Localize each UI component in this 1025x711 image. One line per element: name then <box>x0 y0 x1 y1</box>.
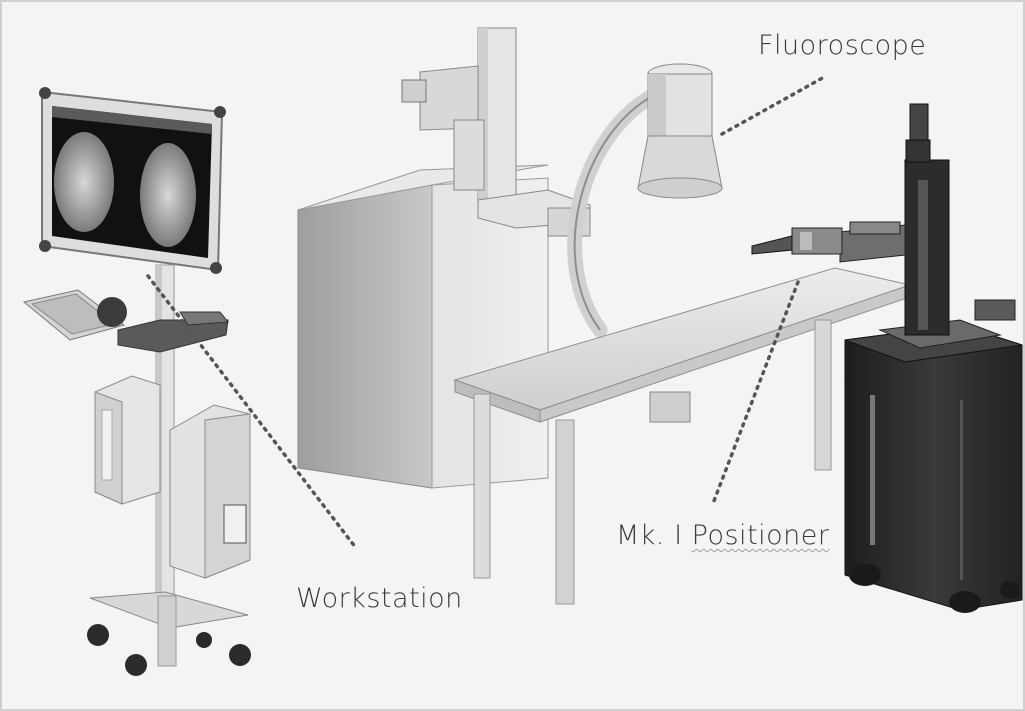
positioner-tool <box>791 227 843 255</box>
workstation-caster <box>125 654 147 676</box>
workstation-caster <box>87 624 109 646</box>
label-positioner-prefix: Mk. I <box>616 520 692 551</box>
fluoroscope <box>297 27 723 489</box>
pointer-lines <box>146 74 828 550</box>
label-positioner: Mk. I Positioner <box>616 520 830 551</box>
screen-image-left <box>54 132 114 232</box>
table-leg <box>814 319 832 471</box>
pointer-positioner <box>710 280 800 508</box>
pointer-workstation <box>146 274 358 550</box>
screen-image-right <box>140 143 196 247</box>
workstation-caster <box>229 644 251 666</box>
label-workstation: Workstation <box>296 583 463 614</box>
label-fluoroscope: Fluoroscope <box>758 30 927 61</box>
operating-table <box>453 267 912 605</box>
positioner-wheel <box>849 564 881 586</box>
workstation <box>22 87 251 676</box>
positioner-wheel <box>949 591 981 613</box>
fluoroscope-cabinet-front <box>297 184 433 489</box>
label-positioner-word: Positioner <box>691 520 830 551</box>
pointer-fluoroscope <box>720 74 828 136</box>
table-leg <box>473 393 491 579</box>
mk1-positioner <box>751 103 1023 613</box>
fluoroscope-cabinet-top <box>297 164 549 211</box>
table-leg <box>555 419 575 605</box>
